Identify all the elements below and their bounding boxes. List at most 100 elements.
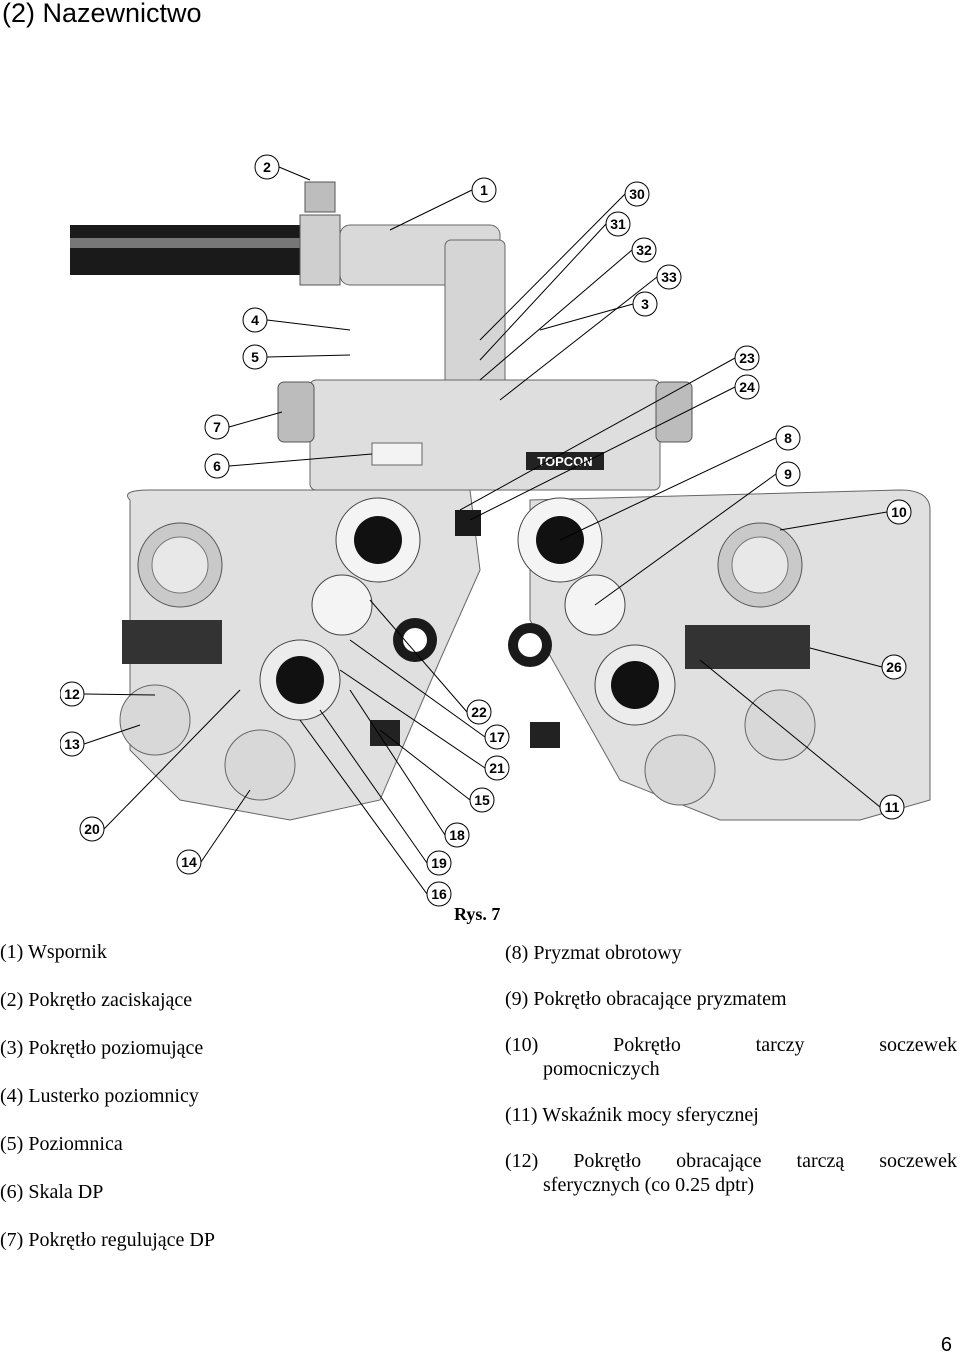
callout-leader xyxy=(479,223,607,361)
legend-item: (12) Pokrętło obracające tarczą soczewek… xyxy=(505,1148,957,1198)
page-number: 6 xyxy=(940,1334,952,1356)
callout-leader xyxy=(469,386,736,521)
callout-leader xyxy=(228,453,373,467)
callout-leader xyxy=(83,724,141,745)
callout-number: 6 xyxy=(213,458,221,474)
callout-number: 11 xyxy=(885,799,900,815)
callout-leader xyxy=(459,357,736,511)
callout-leader xyxy=(779,511,888,531)
legend-item: (9) Pokrętło obracające pryzmatem xyxy=(505,986,957,1012)
callout-number: 12 xyxy=(64,686,80,702)
callout-circle xyxy=(176,849,202,875)
callout-number: 30 xyxy=(629,186,645,202)
legend-item: (4) Lusterko poziomnicy xyxy=(0,1085,199,1107)
callout-leader xyxy=(479,193,626,341)
callout-circle xyxy=(469,787,495,813)
phoropter-illustration: TOPCON xyxy=(60,154,931,907)
callout-leader xyxy=(278,166,311,181)
callout-leader xyxy=(299,719,428,895)
callout-circle xyxy=(426,850,452,876)
callout-number: 9 xyxy=(784,466,792,482)
legend-item: (7) Pokrętło regulujące DP xyxy=(0,1229,215,1251)
support-bar xyxy=(70,225,310,275)
legend-line-cont: pomocniczych xyxy=(543,1058,660,1080)
legend-line: (11) Wskaźnik mocy sferycznej xyxy=(505,1104,759,1126)
callout-number: 16 xyxy=(431,886,447,902)
callout-leader xyxy=(809,647,883,668)
cross-knob-right xyxy=(644,734,716,806)
callout-number: 14 xyxy=(181,854,197,870)
callout-circle xyxy=(631,237,657,263)
callout-leader xyxy=(379,729,471,801)
callout-circle xyxy=(466,699,492,725)
callout-circle xyxy=(471,177,497,203)
callout-circle xyxy=(879,794,905,820)
sphere-window-left xyxy=(122,620,222,664)
callout-number: 17 xyxy=(489,729,505,745)
callout-number: 19 xyxy=(431,855,447,871)
callout-leader xyxy=(369,599,468,713)
legend-item: (2) Pokrętło zaciskające xyxy=(0,989,193,1011)
callout-number: 1 xyxy=(480,182,488,198)
callout-number: 32 xyxy=(636,242,652,258)
callout-circle xyxy=(484,724,510,750)
legend-line: (9) Pokrętło obracające pryzmatem xyxy=(505,988,787,1010)
callout-number: 23 xyxy=(739,350,755,366)
callout-circle xyxy=(426,881,452,907)
legend-line: (10) Pokrętło tarczy soczewek xyxy=(505,1034,957,1056)
callout-leader xyxy=(319,709,428,864)
legend-item: (6) Skala DP xyxy=(0,1181,104,1203)
callout-leader xyxy=(228,411,283,428)
legend-item: (8) Pryzmat obrotowy xyxy=(505,940,957,966)
sphere-knob-left xyxy=(119,684,191,756)
callout-leader xyxy=(103,689,241,830)
callout-circle xyxy=(444,822,470,848)
callout-leader xyxy=(499,276,658,401)
callout-number: 8 xyxy=(784,430,792,446)
legend-item: (11) Wskaźnik mocy sferycznej xyxy=(505,1102,957,1128)
callout-number: 3 xyxy=(641,296,649,312)
callout-number: 20 xyxy=(84,821,100,837)
center-knob xyxy=(455,510,481,536)
legend-left: (1) Wspornik (2) Pokrętło zaciskające (3… xyxy=(0,940,450,1276)
callout-number: 7 xyxy=(213,419,221,435)
callout-circle xyxy=(881,654,907,680)
callout-number: 22 xyxy=(471,704,487,720)
callout-number: 13 xyxy=(64,736,80,752)
callout-circle xyxy=(204,414,230,440)
callout-leader xyxy=(594,473,777,606)
phoropter-figure: TOPCON xyxy=(60,100,940,910)
callout-leader xyxy=(559,437,777,541)
pd-scale xyxy=(371,442,423,466)
callout-number: 26 xyxy=(886,659,902,675)
callout-leader xyxy=(200,789,251,863)
sphere-window-right xyxy=(685,625,810,669)
callout-number: 24 xyxy=(739,379,755,395)
callout-leader xyxy=(699,659,881,808)
pd-knob-right xyxy=(655,381,693,443)
callout-leader xyxy=(389,189,473,231)
legend-line: (8) Pryzmat obrotowy xyxy=(505,942,682,964)
callout-circle xyxy=(79,816,105,842)
legend-right: (8) Pryzmat obrotowy (9) Pokrętło obraca… xyxy=(505,940,957,1218)
callout-circle xyxy=(242,344,268,370)
section-heading: (2) Nazewnictwo xyxy=(2,0,202,28)
callout-circle xyxy=(484,755,510,781)
callout-number: 5 xyxy=(251,349,259,365)
legend-item: (3) Pokrętło poziomujące xyxy=(0,1037,204,1059)
callout-number: 31 xyxy=(610,216,626,232)
callout-leader xyxy=(349,689,446,836)
callout-circle xyxy=(734,345,760,371)
callout-leader xyxy=(83,693,156,696)
callout-leader xyxy=(479,249,633,381)
callout-circle xyxy=(775,425,801,451)
callout-number: 21 xyxy=(489,760,505,776)
axis-scale-left xyxy=(311,574,373,636)
callout-circle xyxy=(60,681,85,707)
callout-circle xyxy=(605,211,631,237)
callout-circle xyxy=(60,731,85,757)
callout-leader xyxy=(266,354,351,358)
brand-text: TOPCON xyxy=(537,454,592,469)
callout-leader xyxy=(349,639,486,738)
legend-item: (5) Poziomnica xyxy=(0,1133,123,1155)
